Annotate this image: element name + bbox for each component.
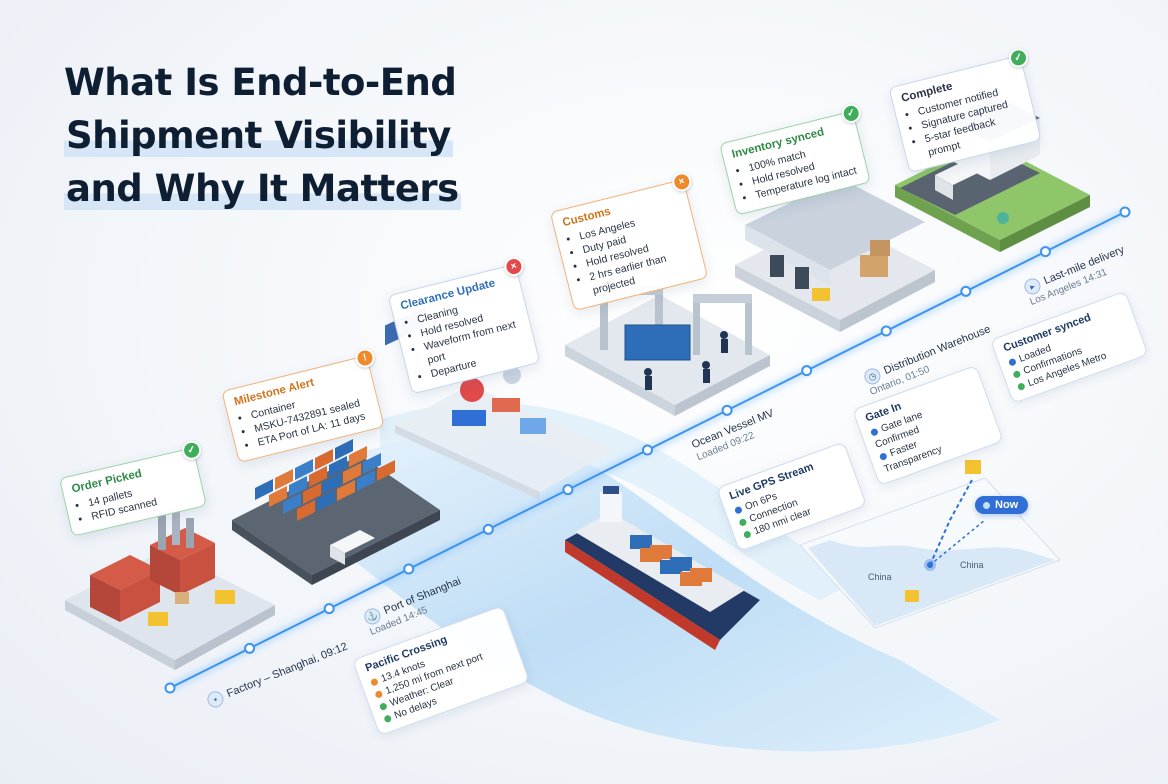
shipping-container [283, 493, 301, 514]
route-map [799, 460, 1061, 629]
shipping-container [255, 479, 273, 500]
timeline-node [323, 603, 335, 615]
shipping-container [309, 466, 327, 487]
timeline-node [960, 285, 972, 297]
timeline-node [801, 365, 813, 377]
shipping-container [337, 480, 355, 501]
status-dot [869, 427, 879, 437]
page-title: What Is End-to-End Shipment Visibility a… [64, 56, 461, 215]
customs-platform [565, 285, 770, 416]
shipping-container [329, 456, 347, 477]
shipping-container [349, 446, 367, 467]
status-dot [1012, 369, 1022, 379]
shipping-container [343, 463, 361, 484]
shipping-container [357, 470, 375, 491]
shipping-container [297, 500, 315, 521]
timeline-node [1039, 246, 1051, 258]
status-dot [374, 689, 384, 699]
timeline-node [403, 563, 415, 575]
title-line-1: What Is End-to-End [64, 61, 457, 104]
factory-platform [65, 510, 275, 670]
live-dot-icon [983, 501, 990, 509]
cargo-ship [565, 486, 760, 650]
port-platform [232, 306, 440, 585]
timeline-node [244, 642, 256, 654]
now-label: Now [995, 499, 1019, 511]
status-dot [738, 517, 748, 527]
status-dot [378, 701, 388, 711]
shipping-container [295, 459, 313, 480]
shipping-container [335, 439, 353, 460]
warehouse-platform [735, 178, 935, 332]
status-dot [1016, 381, 1026, 391]
shipping-container [363, 453, 381, 474]
status-dot [742, 529, 752, 539]
timeline-node [721, 404, 733, 416]
timeline-node [164, 682, 176, 694]
timeline-node [880, 325, 892, 337]
shipping-container [323, 473, 341, 494]
shipping-container [275, 469, 293, 490]
map-label: China [960, 560, 984, 570]
status-dot [878, 451, 888, 461]
timeline-dots [164, 206, 1131, 694]
timeline-node [562, 484, 574, 496]
status-dot [1007, 357, 1017, 367]
clearance-platform [395, 366, 615, 500]
shipping-container [269, 486, 287, 507]
status-dot [733, 505, 743, 515]
shipping-container [317, 490, 335, 511]
water-stream-upper [380, 402, 860, 600]
title-line-3: and Why It Matters [64, 167, 461, 210]
timeline-node [1119, 206, 1131, 218]
shipping-container [377, 460, 395, 481]
shipping-container [315, 449, 333, 470]
map-label: China [868, 572, 892, 582]
status-dot [383, 714, 393, 724]
title-line-2: Shipment Visibility [64, 114, 453, 157]
now-badge: Now [975, 496, 1029, 514]
shipping-container [303, 483, 321, 504]
timeline-node [642, 444, 653, 456]
shipping-container [289, 476, 307, 497]
status-dot [369, 677, 379, 687]
timeline-node [482, 523, 494, 535]
